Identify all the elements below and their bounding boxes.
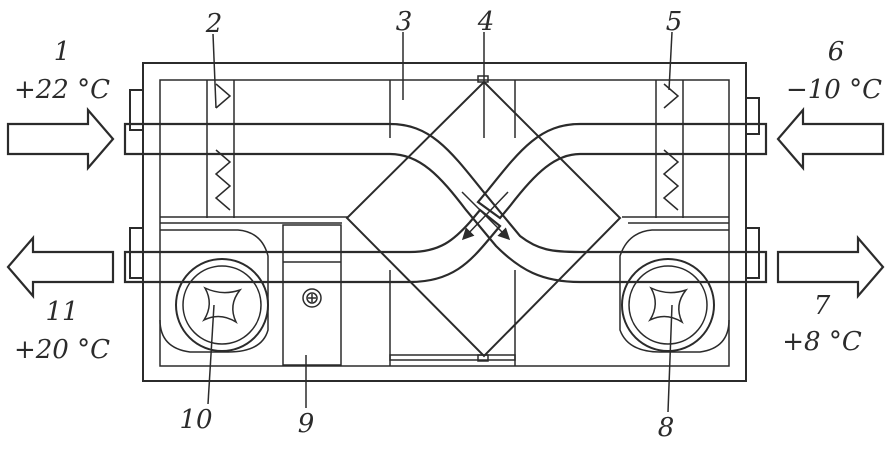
internal-partitions (160, 75, 729, 366)
leader-lines (207, 31, 673, 413)
heat-exchanger-core (345, 80, 622, 358)
arrow-supply-air-out (776, 235, 885, 299)
arrow-extract-air-in (6, 107, 115, 171)
label-11: 11 (45, 297, 78, 327)
control-box (282, 224, 342, 366)
label-3: 3 (396, 7, 413, 37)
label-temp-11: +20 °C (14, 335, 110, 365)
arrow-outdoor-air-in (776, 107, 885, 171)
label-7: 7 (814, 291, 831, 321)
exhaust-air-duct (123, 208, 502, 284)
exhaust-fan (159, 229, 269, 353)
unit-casing (129, 62, 760, 382)
label-5: 5 (666, 7, 683, 37)
label-2: 2 (205, 9, 223, 39)
outdoor-air-duct (476, 122, 768, 220)
label-temp-1: +22 °C (14, 75, 110, 105)
extract-air-duct (123, 122, 768, 284)
label-temp-6: −10 °C (786, 75, 882, 105)
label-temp-7: +8 °C (782, 327, 862, 357)
supply-fan (619, 229, 730, 353)
right-filter (655, 80, 684, 218)
arrow-exhaust-air-out (6, 235, 115, 299)
label-9: 9 (298, 409, 315, 439)
label-8: 8 (658, 413, 675, 443)
label-10: 10 (179, 405, 212, 435)
label-6: 6 (828, 37, 845, 67)
label-1: 1 (54, 37, 71, 67)
label-4: 4 (477, 7, 495, 37)
left-filter (206, 80, 235, 218)
core-flow-arrows (461, 191, 511, 241)
